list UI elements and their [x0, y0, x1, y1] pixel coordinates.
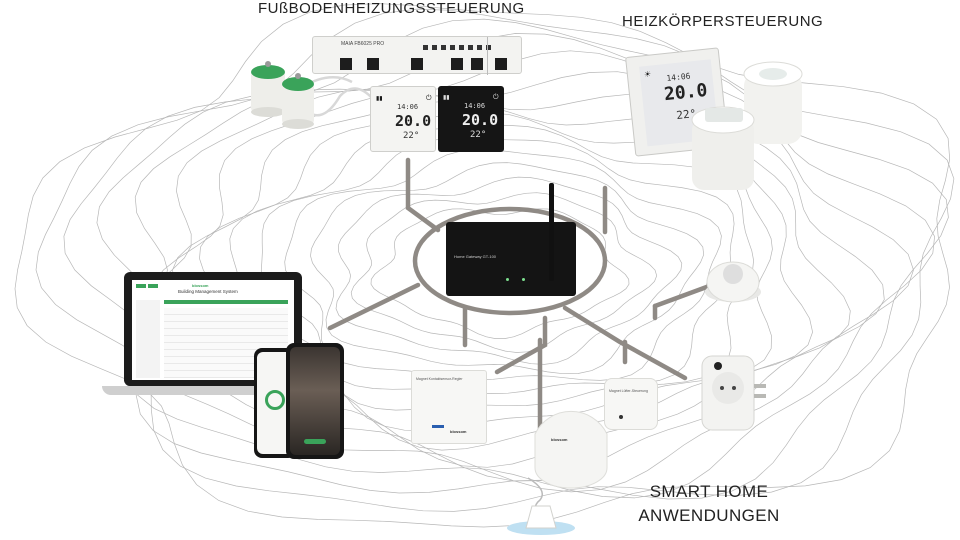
- actuator-left: [251, 61, 285, 117]
- phone-button: [304, 439, 326, 444]
- laptop-button: [148, 284, 158, 288]
- thermostat-time: 14:06: [397, 103, 419, 111]
- laptop-sidebar: [136, 300, 160, 378]
- controller-brand: MAIA FB6025 PRO: [341, 41, 384, 47]
- terminal-row: [423, 45, 493, 50]
- connector-port-icon: [495, 58, 507, 70]
- gateway-antenna: [549, 183, 554, 281]
- heading-smart-home-line2: ANWENDUNGEN: [638, 506, 780, 525]
- heading-floor-heating: FUßBODENHEIZUNGSSTEUERUNG: [258, 0, 525, 17]
- connector-port-icon: [471, 58, 483, 70]
- wave-contour: [370, 208, 630, 339]
- heading-radiator: HEIZKÖRPERSTEUERUNG: [622, 13, 824, 30]
- connector-port-icon: [340, 58, 352, 70]
- wave-contour: [350, 192, 658, 353]
- thermostat-black: 14:06 20.0 22° ▮▮ ⏻: [438, 86, 504, 152]
- laptop-brand: blossom: [192, 283, 209, 288]
- controller-brand-name: MAIA: [341, 41, 353, 47]
- wave-contour: [310, 162, 705, 375]
- phone-front-screen: [290, 347, 340, 455]
- fan-coil-brand: blossom: [450, 429, 467, 434]
- laptop-table-header: [164, 300, 288, 304]
- thermostat-set-temp: 20.0: [395, 112, 432, 130]
- gateway-led: [522, 278, 525, 281]
- heading-smart-home: SMART HOME ANWENDUNGEN: [632, 480, 786, 528]
- actuator-right: [282, 73, 314, 129]
- laptop-button: [136, 284, 146, 288]
- connector-port-icon: [367, 58, 379, 70]
- home-gateway: Home Gateway GT-100: [446, 222, 576, 296]
- valve-head-back: [743, 61, 803, 144]
- thermostat-room-temp: 22°: [470, 130, 487, 140]
- thermostat-time: 14:06: [464, 102, 486, 110]
- fan-coil-device: Magnet Kontaktsensor-Regler blossom: [411, 370, 487, 444]
- connector-port-icon: [411, 58, 423, 70]
- smart-switch-label: Magnet Lüfter-Steuerung: [609, 389, 648, 393]
- leak-sensor-brand: blossom: [551, 437, 568, 442]
- laptop-base: [102, 386, 324, 395]
- controller-model: FB6025 PRO: [354, 41, 385, 47]
- thermostat-room-temp: 22°: [403, 131, 420, 141]
- phone-front: [286, 343, 344, 459]
- power-icon: ⏻: [426, 95, 432, 102]
- gateway-led: [506, 278, 509, 281]
- signal-icon: ▮▮: [376, 96, 383, 102]
- thermostat-white: 14:06 20.0 22° ▮▮ ⏻: [370, 86, 436, 152]
- power-icon: ⏻: [493, 94, 499, 101]
- gateway-label: Home Gateway GT-100: [454, 254, 497, 259]
- heading-smart-home-line1: SMART HOME: [649, 482, 769, 501]
- phone-dial-icon: [265, 390, 285, 410]
- smart-switch-button: [619, 415, 623, 419]
- signal-icon: ▮▮: [443, 95, 450, 101]
- valve-head-front: [691, 106, 755, 190]
- controller-strip: MAIA FB6025 PRO: [312, 36, 522, 75]
- fan-coil-strip: [432, 425, 444, 428]
- smart-switch-module: Magnet Lüfter-Steuerung: [604, 378, 658, 430]
- fan-coil-label: Magnet Kontaktsensor-Regler: [416, 377, 463, 381]
- thermostat-set-temp: 20.0: [462, 111, 499, 129]
- connector-port-icon: [451, 58, 463, 70]
- wave-contour: [335, 176, 683, 365]
- strip-divider: [487, 37, 488, 75]
- laptop-app-title: Building Management System: [178, 289, 238, 294]
